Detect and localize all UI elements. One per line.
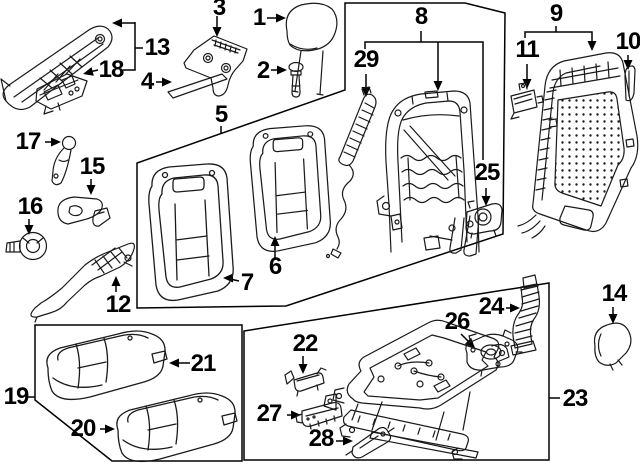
group-box-23 xyxy=(243,282,550,461)
callout-1: 1 xyxy=(252,4,266,31)
callout-8: 8 xyxy=(414,3,428,30)
part-29-airbag-illustration xyxy=(325,86,377,259)
arrowheads xyxy=(24,13,633,446)
callout-18: 18 xyxy=(98,56,125,83)
part-22-module-illustration xyxy=(284,367,327,397)
part-25-actuator-illustration xyxy=(465,200,503,239)
bracket-13 xyxy=(121,22,143,71)
part-8-frame-illustration xyxy=(376,90,480,257)
callout-9: 9 xyxy=(549,0,563,27)
callout-26: 26 xyxy=(444,308,471,335)
group-box-19 xyxy=(34,324,243,462)
part-9-back-panel-illustration xyxy=(517,52,639,239)
callout-2: 2 xyxy=(256,57,270,84)
bracket-8 xyxy=(364,31,484,160)
callout-25: 25 xyxy=(474,159,501,186)
callout-23: 23 xyxy=(562,385,589,412)
callout-13: 13 xyxy=(144,34,171,61)
part-1-headrest-illustration xyxy=(285,2,338,96)
part-18-switch-illustration xyxy=(35,73,88,115)
callout-5: 5 xyxy=(214,101,228,128)
part-15-handle-illustration xyxy=(57,196,111,227)
callout-22: 22 xyxy=(292,330,319,357)
part-27-module-illustration xyxy=(295,401,343,430)
callout-19: 19 xyxy=(3,383,30,410)
part-14-cover-illustration xyxy=(593,322,632,371)
callout-15: 15 xyxy=(79,153,106,180)
part-17-lever-illustration xyxy=(51,135,77,186)
callout-28: 28 xyxy=(308,425,335,452)
callout-12: 12 xyxy=(105,291,132,318)
part-6-seatback-cushion-illustration xyxy=(249,125,332,252)
callout-27: 27 xyxy=(256,400,283,427)
bracket-9 xyxy=(524,26,593,44)
part-20-seat-cushion-illustration xyxy=(116,392,238,463)
part-26-gear-illustration xyxy=(465,329,523,377)
callout-14: 14 xyxy=(601,280,628,307)
part-7-seatback-cushion-illustration xyxy=(148,163,234,302)
part-23-track-assembly-illustration xyxy=(323,319,510,460)
part-24-bellows-illustration xyxy=(510,274,541,356)
callout-16: 16 xyxy=(17,193,44,220)
group-box-5 xyxy=(136,2,506,309)
callout-24: 24 xyxy=(478,293,505,320)
part-21-seat-cushion-illustration xyxy=(46,330,168,401)
part-3-bracket-illustration xyxy=(183,35,248,97)
callout-3: 3 xyxy=(212,0,226,21)
callout-11: 11 xyxy=(515,36,539,63)
callout-21: 21 xyxy=(190,350,217,377)
part-11-module-illustration xyxy=(510,82,544,120)
callout-17: 17 xyxy=(15,128,42,155)
part-16-knob-illustration xyxy=(5,231,48,261)
part-28-sensor-illustration xyxy=(345,426,395,459)
leader-26 xyxy=(460,333,470,343)
part-4-strip-illustration xyxy=(167,73,228,99)
callout-4: 4 xyxy=(140,68,154,95)
part-10-strip-illustration xyxy=(624,65,636,102)
callout-6: 6 xyxy=(268,253,282,280)
callout-10: 10 xyxy=(615,28,640,55)
part-2-guide-pin-illustration xyxy=(288,61,304,98)
callout-7: 7 xyxy=(240,269,254,296)
callout-29: 29 xyxy=(353,46,380,73)
part-12-side-shield-illustration xyxy=(30,242,135,323)
callout-20: 20 xyxy=(70,415,97,442)
